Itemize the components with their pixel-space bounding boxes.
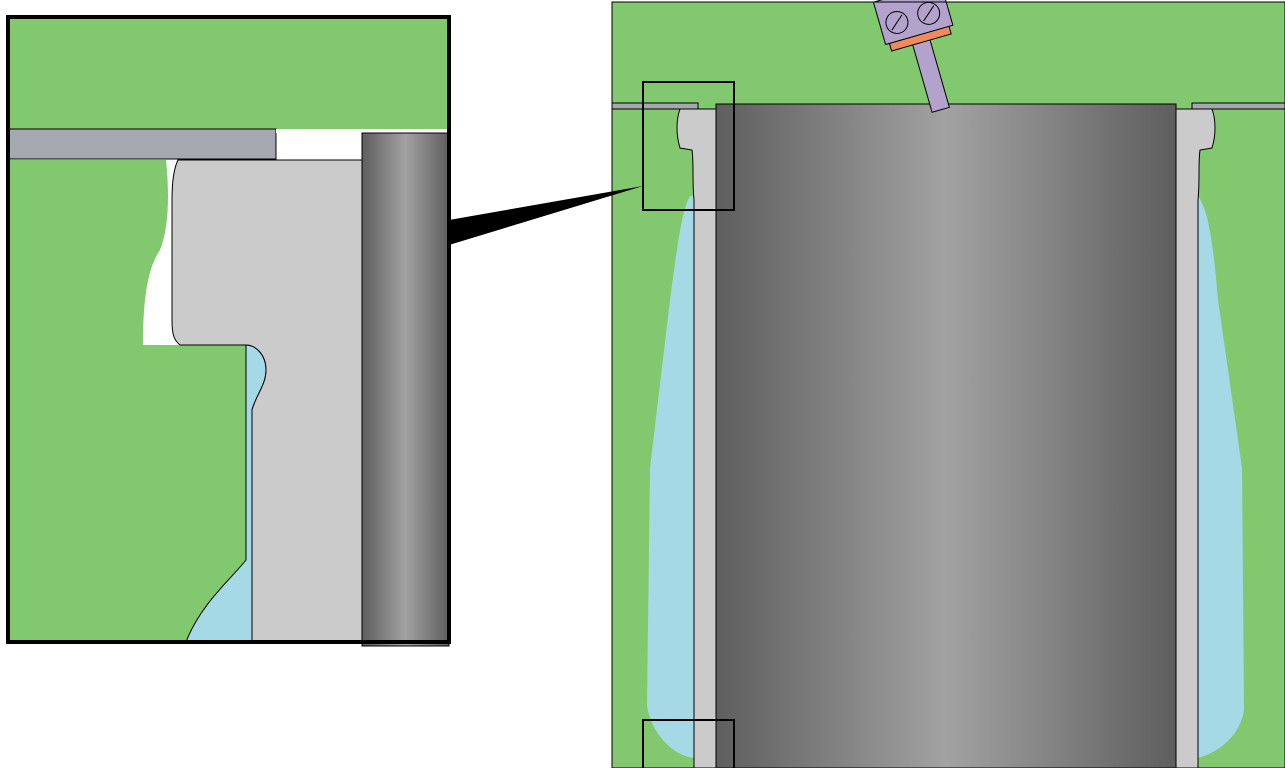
head-gasket-left xyxy=(611,102,699,110)
injector-bolt-left-slot xyxy=(891,14,903,31)
coolant-jacket-left xyxy=(647,196,694,758)
detail-gasket-gap xyxy=(276,129,449,133)
detail-liner xyxy=(171,159,363,643)
magnified-detail-view xyxy=(6,15,451,647)
detail-frame xyxy=(6,15,451,644)
coolant-jacket-right xyxy=(1198,196,1244,758)
detail-block-left xyxy=(8,160,246,642)
callout-leader-wedge xyxy=(449,186,643,245)
callout-box-bottom xyxy=(642,719,735,768)
engine-block-outline xyxy=(611,1,1285,768)
main-section-view xyxy=(611,0,1285,768)
injector-bolt-right-slot xyxy=(923,5,935,22)
detail-cylinder-bore xyxy=(361,132,450,647)
callout-box-top xyxy=(642,81,735,211)
detail-gasket xyxy=(7,128,277,160)
injector xyxy=(872,0,954,113)
cylinder-bore xyxy=(715,103,1177,768)
head-gasket-right xyxy=(1191,102,1285,110)
liner-flange-right xyxy=(1175,108,1216,768)
liner-flange-left xyxy=(676,108,717,768)
detail-block-top xyxy=(8,17,449,129)
